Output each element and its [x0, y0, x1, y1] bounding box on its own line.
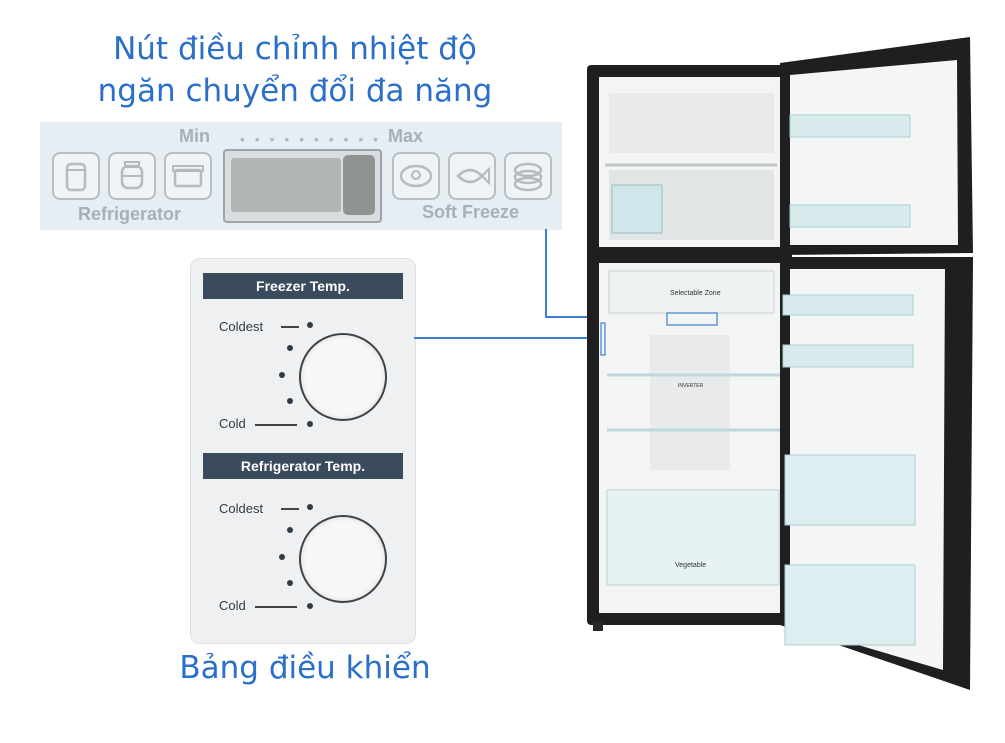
slider-track: [231, 158, 341, 212]
max-label: Max: [388, 126, 424, 146]
freezer-temp-dial[interactable]: [299, 333, 387, 421]
setting-dot: [287, 580, 293, 586]
slider-scale-dots: • • • • • • • • • • •: [240, 131, 396, 147]
setting-dot: [307, 504, 313, 510]
soft-freeze-label: Soft Freeze: [422, 202, 520, 222]
freezer-coldest-label: Coldest: [219, 319, 264, 334]
title-line-1: Nút điều chỉnh nhiệt độ: [113, 31, 477, 67]
slider-knob[interactable]: [343, 155, 375, 215]
tick-mark: [281, 508, 299, 510]
switch-highlight-box: [666, 312, 718, 326]
title-line-2: ngăn chuyển đổi đa năng: [97, 73, 493, 109]
tick-mark: [255, 606, 297, 608]
refrigerator-temp-dial[interactable]: [299, 515, 387, 603]
container-icon: [164, 152, 212, 200]
can-icon: [52, 152, 100, 200]
min-label: Min: [179, 126, 210, 146]
setting-dot: [287, 527, 293, 533]
connector-line: [414, 337, 602, 339]
panel-highlight-box: [600, 322, 606, 356]
control-panel: Freezer Temp. Coldest Cold Refrigerator …: [190, 258, 416, 644]
refrigerator-coldest-label: Coldest: [219, 501, 264, 516]
meat-icon: [392, 152, 440, 200]
setting-dot: [287, 398, 293, 404]
setting-dot: [307, 603, 313, 609]
jar-icon: [108, 152, 156, 200]
freezer-temp-header: Freezer Temp.: [203, 273, 403, 299]
setting-dot: [307, 421, 313, 427]
sliced-meat-icon: [504, 152, 552, 200]
refrigerator-cold-label: Cold: [219, 598, 246, 613]
selectable-zone-label: Selectable Zone: [670, 290, 721, 297]
tick-mark: [255, 424, 297, 426]
setting-dot: [307, 322, 313, 328]
inverter-label: INVERTER: [678, 383, 704, 389]
refrigerator-image: Selectable Zone INVERTER Vegetable: [587, 37, 973, 690]
multi-purpose-switch-strip: Min Max Refrigerator Soft Freeze • • • •…: [40, 122, 562, 230]
fish-icon: [448, 152, 496, 200]
setting-dot: [287, 345, 293, 351]
refrigerator-temp-header: Refrigerator Temp.: [203, 453, 403, 479]
vegetable-label: Vegetable: [675, 562, 706, 569]
connector-line: [545, 229, 547, 317]
setting-dot: [279, 554, 285, 560]
temperature-slider[interactable]: [223, 149, 382, 223]
setting-dot: [279, 372, 285, 378]
freezer-cold-label: Cold: [219, 416, 246, 431]
control-panel-caption: Bảng điều khiển: [179, 650, 431, 686]
refrigerator-label: Refrigerator: [78, 204, 182, 224]
tick-mark: [281, 326, 299, 328]
